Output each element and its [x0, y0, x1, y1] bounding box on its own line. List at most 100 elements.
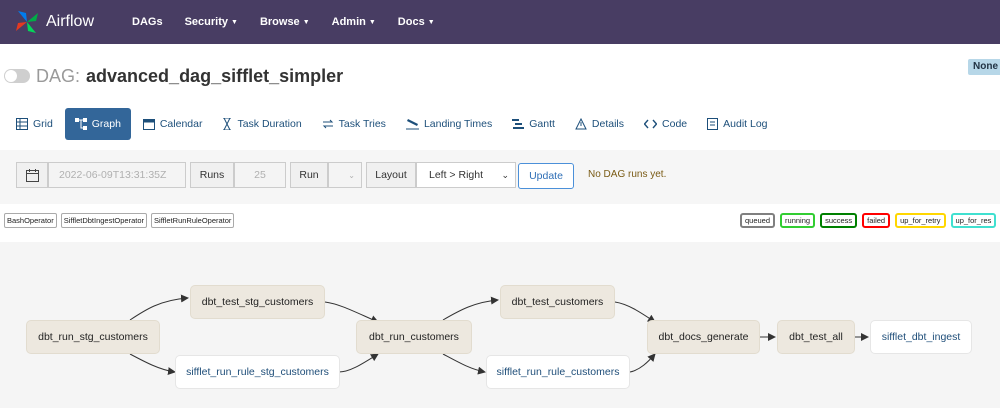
- caret-down-icon: ▼: [368, 18, 376, 26]
- dag-pause-toggle[interactable]: [4, 69, 30, 83]
- caret-down-icon: ▼: [302, 18, 310, 26]
- nav-dags[interactable]: DAGs: [132, 16, 163, 28]
- base-date-value: 2022-06-09T13:31:35Z: [59, 169, 167, 181]
- legend-state-up-for-retry[interactable]: up_for_retry: [895, 213, 946, 228]
- calendar-icon: [25, 168, 39, 182]
- legend-sifflet-dbt-ingest-operator[interactable]: SiffletDbtIngestOperator: [60, 213, 148, 228]
- dag-graph-canvas: dbt_run_stg_customers dbt_test_stg_custo…: [0, 242, 1000, 408]
- graph-node[interactable]: dbt_test_all: [777, 320, 855, 354]
- tab-graph-label: Graph: [91, 118, 121, 130]
- legend-state-failed[interactable]: failed: [862, 213, 891, 228]
- nav-admin-dropdown[interactable]: Admin ▼: [332, 16, 376, 28]
- layout-label: Layout: [366, 162, 416, 188]
- runs-select[interactable]: 25: [234, 162, 286, 188]
- operator-legend: BashOperator SiffletDbtIngestOperator Si…: [4, 213, 238, 228]
- legend-sifflet-run-rule-operator[interactable]: SiffletRunRuleOperator: [151, 213, 235, 228]
- tab-graph[interactable]: Graph: [64, 108, 131, 140]
- tab-calendar-label: Calendar: [159, 118, 203, 130]
- legend-state-running[interactable]: running: [780, 213, 816, 228]
- chevron-down-icon: ⌄: [501, 169, 509, 180]
- tab-audit-log[interactable]: Audit Log: [699, 108, 775, 140]
- graph-node[interactable]: sifflet_run_rule_customers: [486, 355, 630, 389]
- nav-docs-label: Docs: [397, 16, 425, 28]
- graph-node[interactable]: sifflet_dbt_ingest: [870, 320, 972, 354]
- update-button[interactable]: Update: [518, 163, 574, 189]
- runs-label-text: Runs: [199, 169, 225, 181]
- top-navbar: Airflow DAGs Security ▼ Browse ▼ Admin ▼…: [0, 0, 1000, 44]
- graph-node-label: sifflet_run_rule_customers: [496, 366, 620, 378]
- plane-landing-icon: [405, 119, 419, 130]
- graph-node[interactable]: dbt_test_customers: [500, 285, 615, 319]
- gantt-icon: [512, 119, 525, 129]
- tab-details[interactable]: Details: [567, 108, 632, 140]
- warning-triangle-icon: [575, 118, 587, 130]
- nav-browse-dropdown[interactable]: Browse ▼: [260, 16, 310, 28]
- tab-grid[interactable]: Grid: [8, 108, 61, 140]
- dag-view-tabs: Grid Graph Calendar Task Duration Task T…: [8, 108, 780, 140]
- legend-state-success[interactable]: success: [820, 213, 858, 228]
- nav-browse-label: Browse: [259, 16, 300, 28]
- graph-node-label: dbt_test_stg_customers: [201, 296, 314, 308]
- status-message: No DAG runs yet.: [588, 169, 667, 180]
- tab-gantt-label: Gantt: [529, 118, 555, 130]
- tab-grid-label: Grid: [33, 118, 53, 130]
- schedule-badge[interactable]: None: [968, 59, 1000, 75]
- graph-node-label: dbt_docs_generate: [658, 331, 749, 343]
- legend-state-up-for-reschedule[interactable]: up_for_res: [950, 213, 997, 228]
- graph-edges: [129, 294, 869, 376]
- nav-security-label: Security: [184, 16, 228, 28]
- dag-title: advanced_dag_sifflet_simpler: [86, 65, 344, 86]
- layout-label-text: Layout: [375, 169, 407, 181]
- caret-down-icon: ▼: [231, 18, 238, 26]
- tab-audit-log-label: Audit Log: [723, 118, 768, 130]
- nav-dags-label: DAGs: [132, 16, 163, 28]
- date-picker-button[interactable]: [16, 162, 48, 188]
- legend-bash-operator[interactable]: BashOperator: [4, 213, 57, 228]
- tab-code[interactable]: Code: [636, 108, 695, 140]
- graph-node-label: dbt_run_customers: [369, 331, 459, 343]
- graph-node-label: dbt_test_all: [789, 331, 843, 343]
- retry-icon: [322, 119, 333, 129]
- graph-controls-bar: 2022-06-09T13:31:35Z Runs 25 Run ⌄ Layou…: [0, 150, 1000, 204]
- caret-down-icon: ▼: [427, 18, 435, 26]
- state-legend: queued running success failed up_for_ret…: [740, 213, 1000, 228]
- grid-icon: [16, 118, 28, 130]
- graph-node[interactable]: dbt_run_stg_customers: [26, 320, 160, 354]
- graph-node-label: dbt_test_customers: [511, 296, 604, 308]
- brand[interactable]: Airflow: [14, 9, 94, 35]
- run-label-text: Run: [299, 169, 319, 181]
- tab-task-tries[interactable]: Task Tries: [314, 108, 394, 140]
- tab-calendar[interactable]: Calendar: [135, 108, 211, 140]
- tab-code-label: Code: [662, 118, 688, 130]
- layout-select[interactable]: Left > Right ⌄: [416, 162, 516, 188]
- calendar-icon: [142, 119, 155, 130]
- tab-gantt[interactable]: Gantt: [504, 108, 563, 140]
- tab-details-label: Details: [591, 118, 625, 130]
- nav-docs-dropdown[interactable]: Docs ▼: [398, 16, 435, 28]
- runs-label: Runs: [190, 162, 234, 188]
- graph-node[interactable]: dbt_docs_generate: [647, 320, 760, 354]
- layout-select-value: Left > Right: [429, 169, 483, 181]
- brand-label: Airflow: [46, 13, 95, 30]
- graph-node[interactable]: dbt_test_stg_customers: [190, 285, 325, 319]
- run-label: Run: [290, 162, 328, 188]
- tab-landing-times-label: Landing Times: [423, 118, 493, 130]
- audit-log-icon: [707, 118, 719, 130]
- graph-node[interactable]: sifflet_run_rule_stg_customers: [175, 355, 340, 389]
- graph-node-label: sifflet_run_rule_stg_customers: [186, 366, 329, 378]
- tab-landing-times[interactable]: Landing Times: [398, 108, 500, 140]
- graph-node-label: dbt_run_stg_customers: [38, 331, 148, 343]
- airflow-pinwheel-icon: [16, 11, 38, 33]
- nav-security-dropdown[interactable]: Security ▼: [185, 16, 238, 28]
- run-select[interactable]: ⌄: [328, 162, 362, 188]
- legend-state-queued[interactable]: queued: [740, 213, 776, 228]
- graph-node[interactable]: dbt_run_customers: [356, 320, 472, 354]
- tab-task-duration[interactable]: Task Duration: [214, 108, 309, 140]
- base-date-input[interactable]: 2022-06-09T13:31:35Z: [48, 162, 186, 188]
- nav-admin-label: Admin: [331, 16, 366, 28]
- code-icon: [644, 119, 658, 129]
- graph-icon: [74, 118, 87, 130]
- tab-task-duration-label: Task Duration: [237, 118, 302, 130]
- hourglass-icon: [223, 118, 232, 130]
- graph-node-label: sifflet_dbt_ingest: [881, 331, 961, 343]
